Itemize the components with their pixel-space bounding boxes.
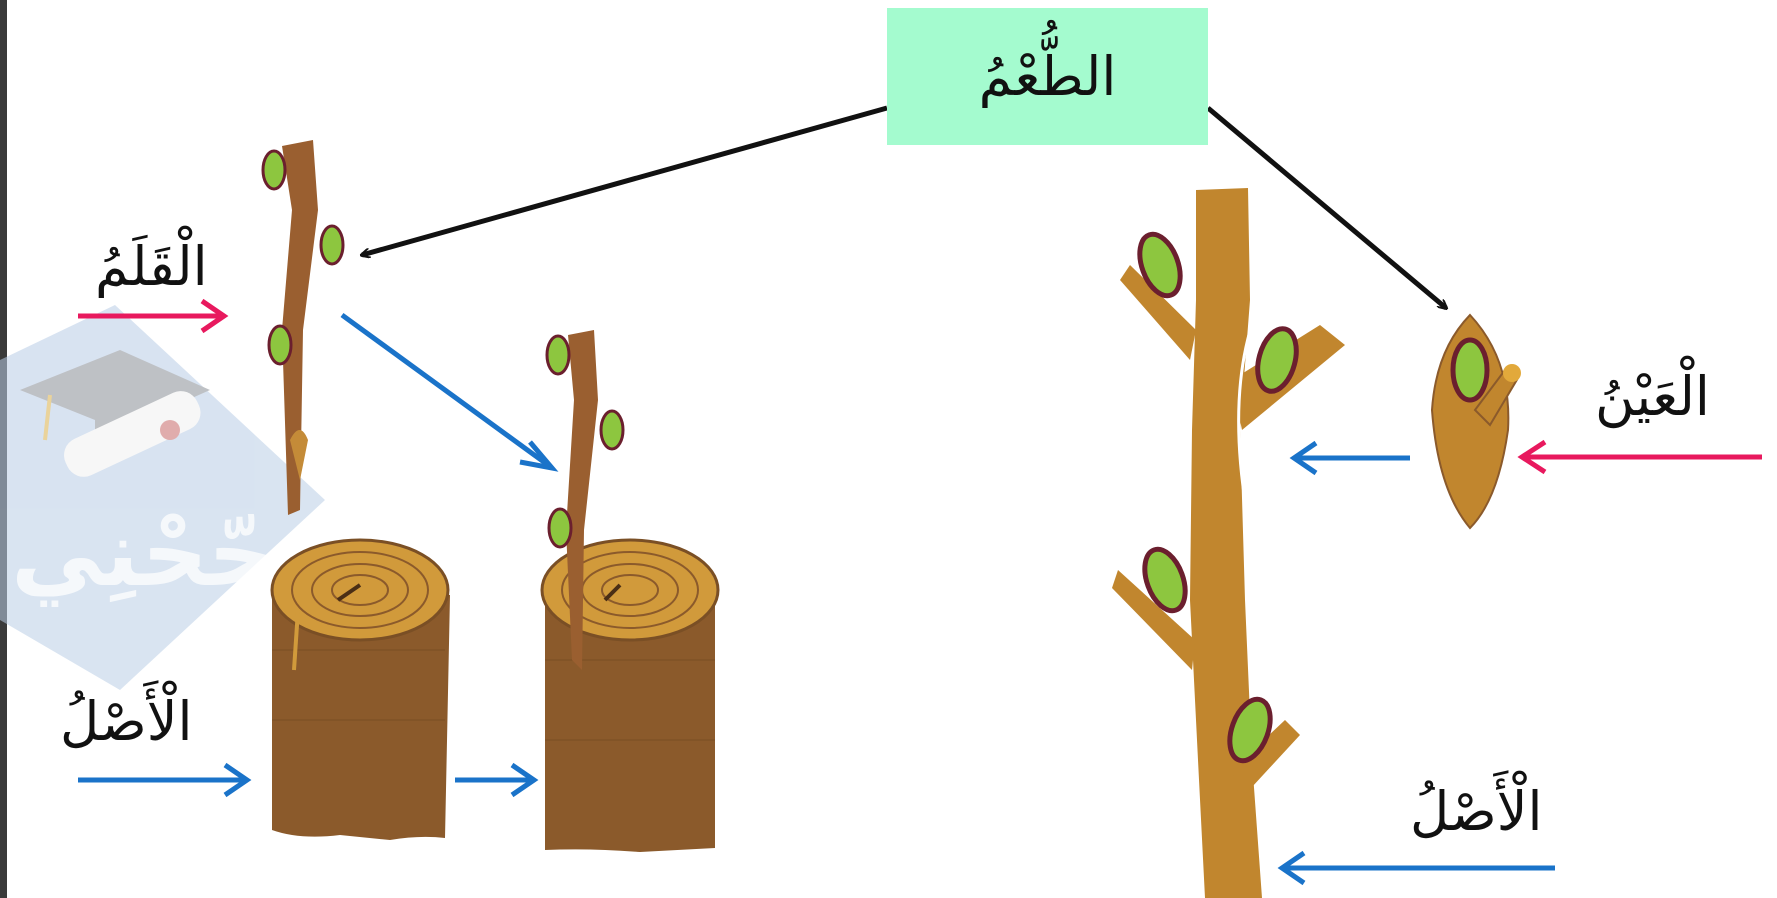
title-box: الطُّعْمُ bbox=[887, 8, 1208, 145]
arrow-blue-rootstock-right bbox=[1277, 850, 1555, 886]
watermark-text: نجّحْنِي bbox=[11, 500, 309, 607]
label-rootstock-left: الْأَصْلُ bbox=[60, 690, 193, 753]
arrow-blue-scion-to-stump bbox=[340, 312, 559, 472]
label-rootstock-right: الْأَصْلُ bbox=[1410, 780, 1543, 843]
title-text: الطُّعْمُ bbox=[978, 45, 1117, 108]
arrow-pink-scion bbox=[78, 298, 229, 334]
rootstock-branch bbox=[1112, 188, 1345, 898]
arrow-pink-bud bbox=[1517, 439, 1762, 475]
arrow-blue-stump-to-stump bbox=[455, 762, 539, 798]
label-scion: الْقَلَمُ bbox=[95, 235, 208, 298]
label-bud: الْعَيْنُ bbox=[1595, 365, 1710, 428]
watermark-logo bbox=[0, 305, 325, 690]
rootstock-stump-1 bbox=[270, 538, 450, 840]
bud-shield bbox=[1430, 313, 1521, 530]
arrow-blue-bud-to-branch bbox=[1289, 440, 1410, 476]
rootstock-stump-2 bbox=[540, 330, 720, 852]
arrow-title-to-bud bbox=[1206, 106, 1446, 308]
arrow-title-to-scion bbox=[362, 105, 888, 255]
scion-cutting bbox=[261, 140, 345, 515]
arrow-blue-rootstock-left bbox=[78, 762, 252, 798]
